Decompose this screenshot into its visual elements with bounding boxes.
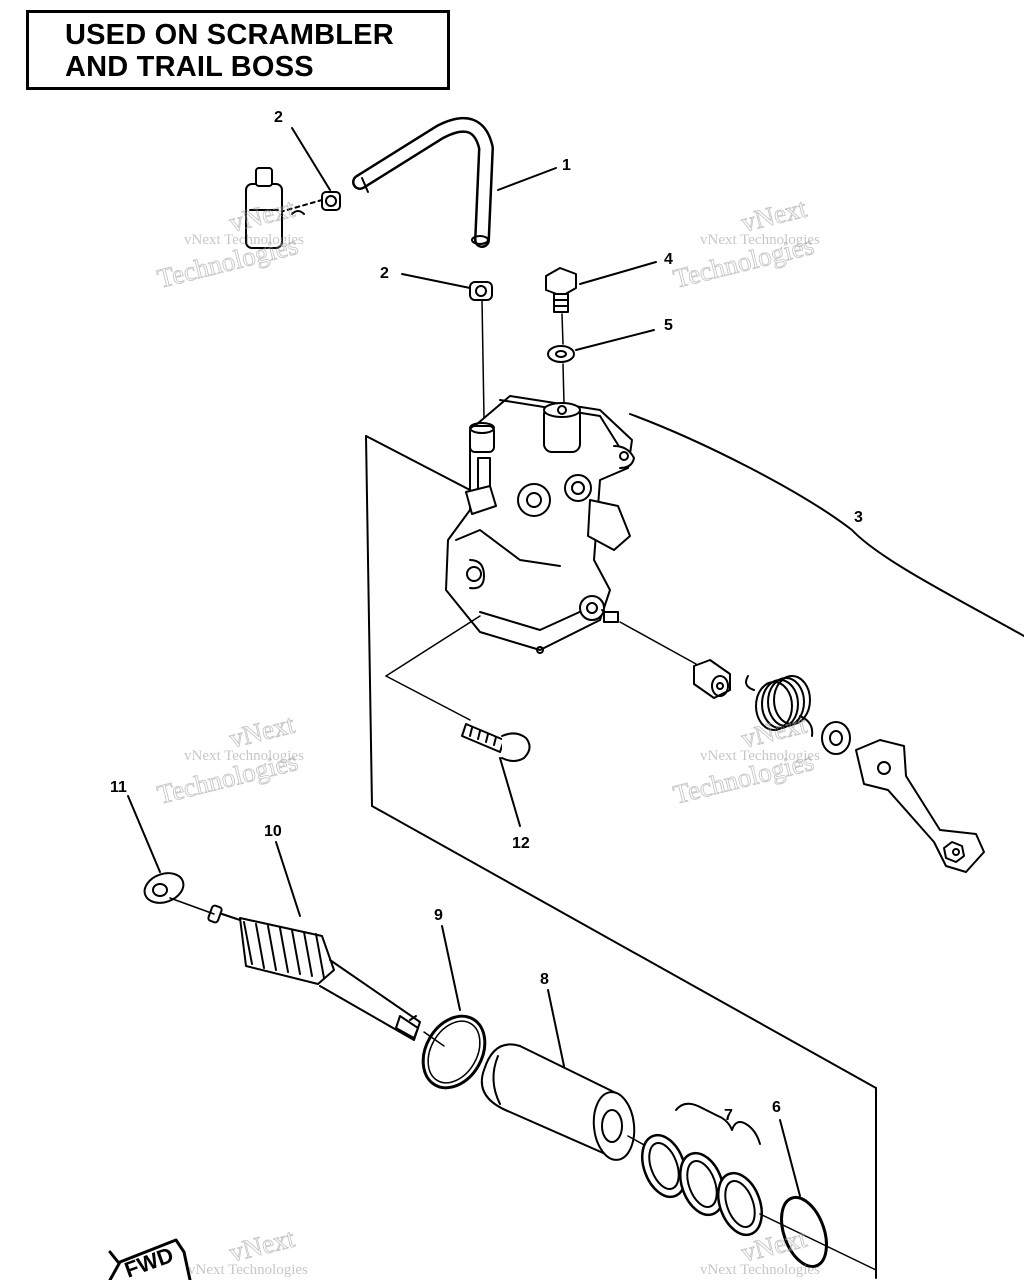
- title-box: USED ON SCRAMBLER AND TRAIL BOSS: [26, 10, 450, 90]
- washer-part-5: [547, 345, 575, 363]
- clamp-part-2a: [321, 191, 341, 211]
- o-ring-part-9: [421, 1014, 487, 1090]
- callout-12: 12: [512, 835, 530, 852]
- clamp-part-2b: [469, 281, 493, 301]
- lever-washer: [821, 721, 851, 755]
- title-line-2: AND TRAIL BOSS: [65, 51, 314, 83]
- watermark-2-small: vNext Technologies: [700, 232, 820, 248]
- watermark-5-small: vNext Technologies: [188, 1262, 308, 1278]
- seals-part-7: [641, 1133, 763, 1237]
- watermark-3-small: vNext Technologies: [184, 748, 304, 764]
- pump-lever: [855, 739, 985, 873]
- callout-5: 5: [664, 317, 673, 334]
- title-line-1: USED ON SCRAMBLER: [65, 19, 394, 51]
- bolt-part-4: [545, 267, 577, 313]
- return-spring: [745, 675, 814, 737]
- watermark-1-small: vNext Technologies: [184, 232, 304, 248]
- callout-4: 4: [664, 251, 673, 268]
- watermark-4: vNext vNext Technologies Technologies: [670, 708, 820, 810]
- drive-gear-shaft-part-10: [207, 904, 421, 1041]
- assembly-bracket: [365, 435, 877, 1279]
- watermark-4-small: vNext Technologies: [700, 748, 820, 764]
- callout-6: 6: [772, 1099, 781, 1116]
- callout-7: 7: [724, 1107, 733, 1124]
- callout-3: 3: [854, 509, 863, 526]
- callout-10: 10: [264, 823, 282, 840]
- cup-part-8: [480, 1043, 636, 1161]
- screw-part-12: [461, 723, 531, 762]
- bracket-part-7: [675, 1102, 761, 1145]
- bracket-part-3: [629, 413, 1024, 637]
- watermark-5: vNext vNext Technologies: [188, 1222, 308, 1278]
- fitting-cylinder: [245, 167, 283, 249]
- watermark-2: vNext vNext Technologies Technologies: [670, 192, 820, 294]
- callout-9: 9: [434, 907, 443, 924]
- washer-part-11: [143, 872, 185, 904]
- watermark-6-small: vNext Technologies: [700, 1262, 820, 1278]
- callout-1: 1: [562, 157, 571, 174]
- callout-8: 8: [540, 971, 549, 988]
- forward-arrow: [108, 1238, 192, 1280]
- watermark-3: vNext vNext Technologies Technologies: [154, 708, 304, 810]
- snap-ring-part-6: [780, 1195, 828, 1269]
- bushing: [693, 659, 731, 699]
- callout-2a: 2: [274, 109, 283, 126]
- oil-pump-body-part-3: [445, 395, 635, 654]
- callout-2b: 2: [380, 265, 389, 282]
- watermark-1: vNext vNext Technologies Technologies: [154, 192, 304, 294]
- callout-11: 11: [110, 779, 127, 796]
- watermark-6: vNext vNext Technologies: [700, 1222, 820, 1278]
- hose-part-1: [352, 116, 494, 248]
